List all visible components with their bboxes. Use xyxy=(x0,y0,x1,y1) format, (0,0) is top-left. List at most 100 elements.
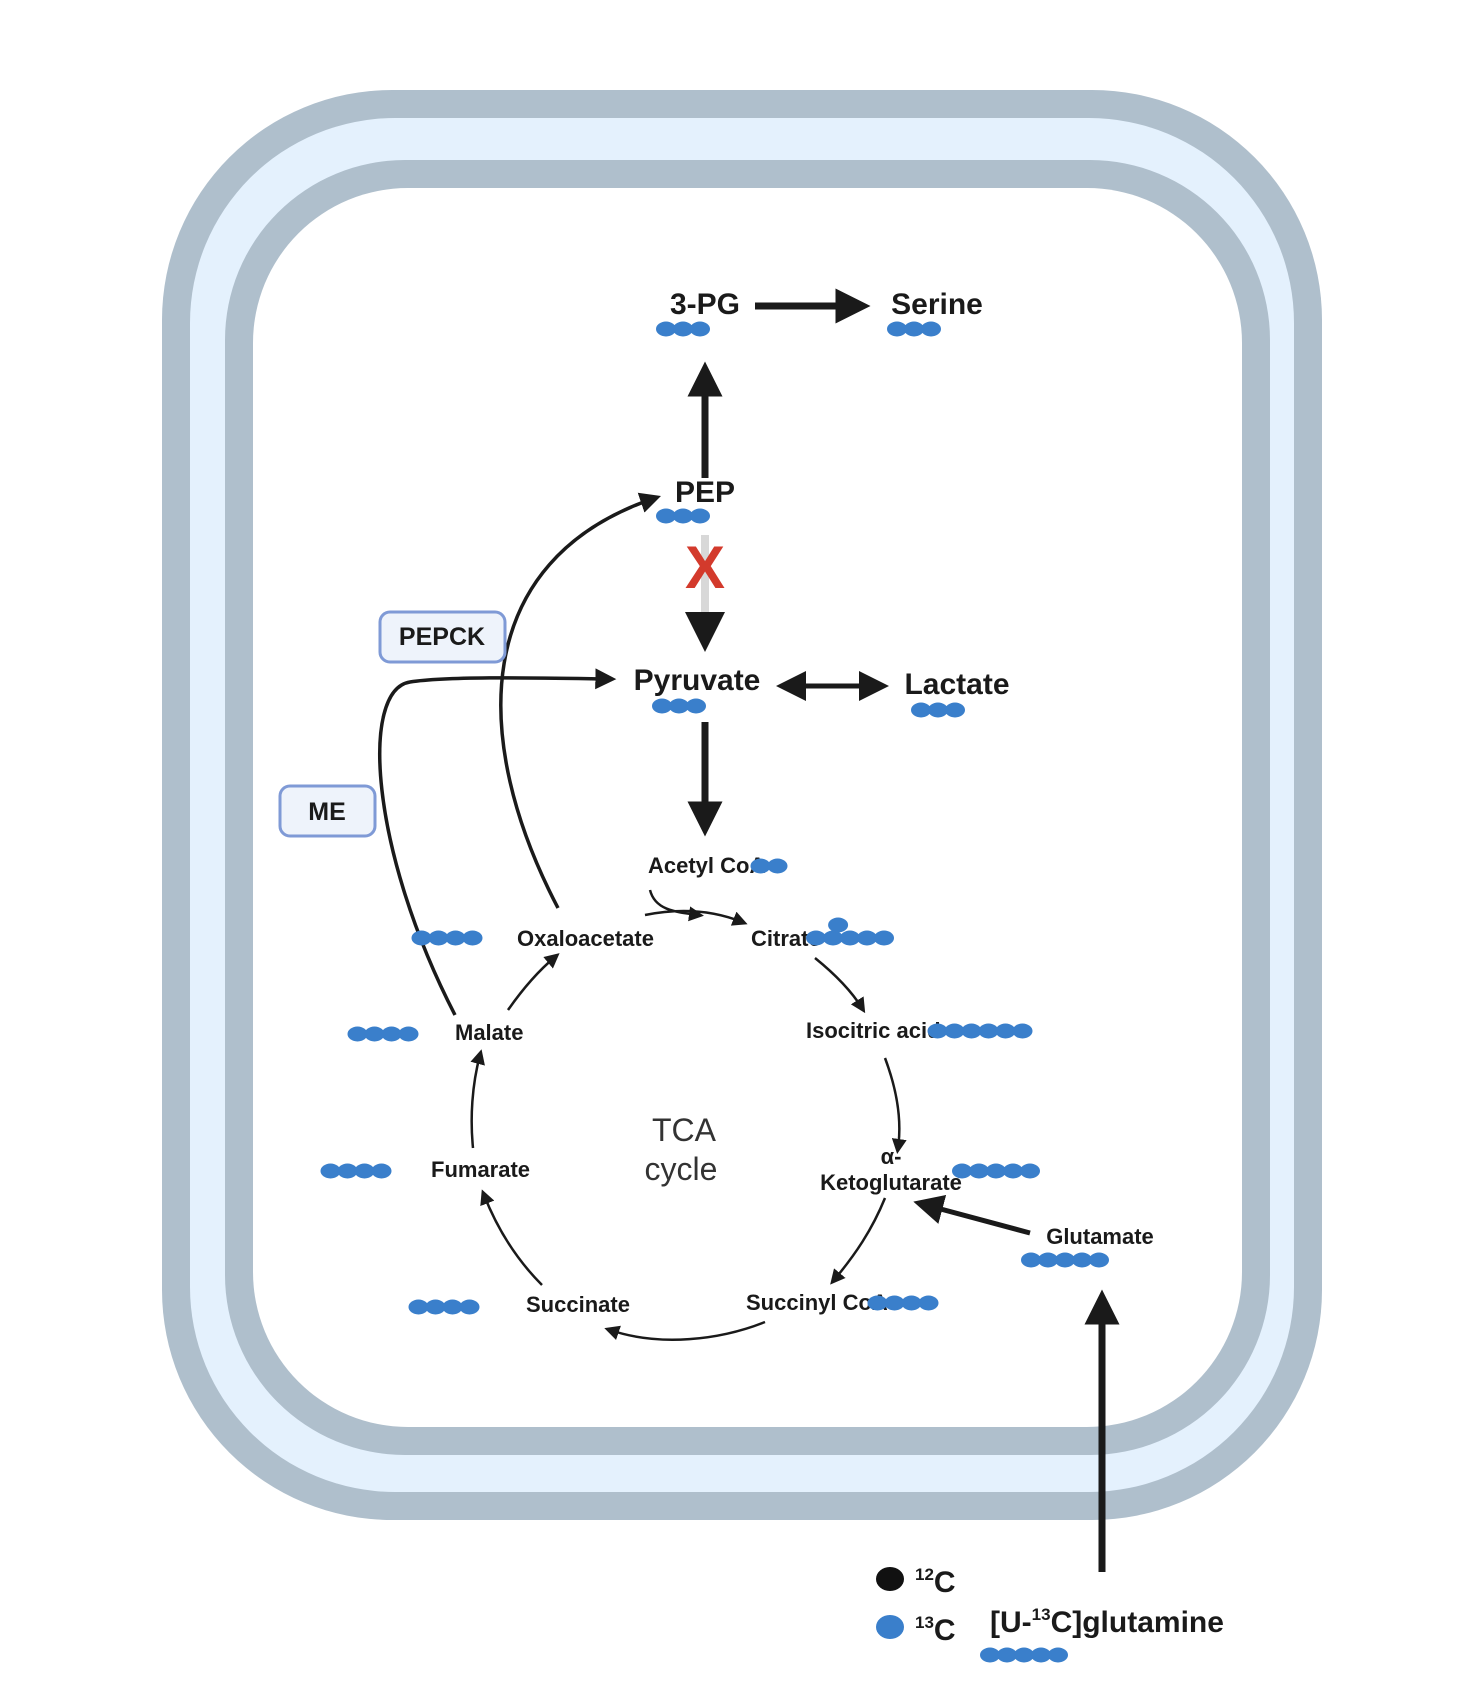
carbon-atom xyxy=(867,1295,888,1311)
carbons-pyruvate xyxy=(652,698,706,714)
legend-tracer-mass: 13 xyxy=(1032,1605,1051,1624)
enzyme-pepck-label: PEPCK xyxy=(399,623,485,651)
arrow-malate-to-oaa xyxy=(506,953,560,1011)
label-glutamate: Glutamate xyxy=(1046,1224,1154,1249)
carbon-atom xyxy=(408,1299,429,1315)
label-succinyl-coa: Succinyl CoA xyxy=(746,1290,888,1315)
arrow-succinylcoa-to-succinate xyxy=(604,1320,766,1341)
carbon-atom xyxy=(961,1023,982,1039)
carbon-atom xyxy=(1012,1023,1033,1039)
carbon-atom xyxy=(928,702,948,718)
enzyme-me: ME xyxy=(278,784,377,838)
carbon-atom xyxy=(944,1023,965,1039)
carbon-atom xyxy=(462,930,483,946)
legend-c13-mass: 13 xyxy=(915,1613,934,1632)
carbon-atom xyxy=(806,930,826,946)
carbons-succinyl-coa xyxy=(867,1295,939,1311)
label-pep: PEP xyxy=(675,476,735,509)
carbon-atom xyxy=(1072,1252,1092,1268)
legend-c13-element: C xyxy=(934,1614,956,1647)
carbon-atom xyxy=(445,930,466,946)
legend-c12-label: 12C xyxy=(915,1565,956,1599)
carbon-atom xyxy=(750,858,771,874)
arrow-oaa-to-citrate xyxy=(644,909,748,926)
carbon-atom xyxy=(1038,1252,1058,1268)
carbon-atom xyxy=(459,1299,480,1315)
carbons-isocitric-acid xyxy=(927,1023,1033,1039)
carbons-glutamate xyxy=(1021,1252,1109,1268)
carbon-atom xyxy=(442,1299,463,1315)
carbon-atom xyxy=(1003,1163,1023,1179)
label-lactate: Lactate xyxy=(904,668,1009,701)
carbons-serine xyxy=(887,321,941,337)
carbon-atom xyxy=(884,1295,905,1311)
carbon-atom xyxy=(1089,1252,1109,1268)
carbon-atom xyxy=(997,1647,1017,1663)
carbon-atom xyxy=(767,858,788,874)
carbon-atom xyxy=(1031,1647,1051,1663)
legend-tracer-post: C]glutamine xyxy=(1051,1606,1224,1639)
enzyme-pepck-box xyxy=(378,610,507,664)
legend-c13-label: 13C xyxy=(915,1613,956,1647)
carbon-atom xyxy=(686,698,706,714)
carbon-atom xyxy=(371,1163,392,1179)
carbon-atom xyxy=(978,1023,999,1039)
arrow-fumarate-to-malate xyxy=(470,1049,485,1149)
carbon-atom xyxy=(969,1163,989,1179)
label-serine: Serine xyxy=(891,288,983,321)
label-3pg: 3-PG xyxy=(670,288,740,321)
carbon-atom-branch xyxy=(828,917,849,933)
carbon-atom xyxy=(901,1295,922,1311)
carbons-3pg xyxy=(656,321,710,337)
carbon-atom xyxy=(656,508,676,524)
block-mark: X xyxy=(685,534,725,601)
carbon-atom xyxy=(823,930,843,946)
legend-c12-mass: 12 xyxy=(915,1565,934,1584)
carbons-succinate xyxy=(408,1299,480,1315)
carbon-atom xyxy=(690,508,710,524)
carbon-atom xyxy=(428,930,449,946)
enzyme-pepck: PEPCK xyxy=(378,610,507,664)
label-alpha: α- xyxy=(881,1144,902,1169)
tca-label-line2: cycle xyxy=(645,1151,718,1187)
enzyme-me-label: ME xyxy=(308,798,346,826)
carbon-atom xyxy=(874,930,894,946)
carbon-atom xyxy=(1055,1252,1075,1268)
tca-label-line1: TCA xyxy=(652,1112,717,1148)
label-succinate: Succinate xyxy=(526,1292,630,1317)
carbon-atom xyxy=(398,1026,419,1042)
arrow-oaa-to-pep-pepck xyxy=(499,492,661,909)
carbons-citrate xyxy=(806,917,894,946)
carbon-atom xyxy=(904,321,924,337)
label-ketoglutarate: Ketoglutarate xyxy=(820,1170,962,1195)
carbons-lactate xyxy=(911,702,965,718)
legend-c12-element: C xyxy=(934,1566,956,1599)
label-pyruvate: Pyruvate xyxy=(634,664,761,697)
legend-c12-dot xyxy=(876,1567,904,1591)
carbon-atom xyxy=(673,321,693,337)
carbon-atom xyxy=(887,321,907,337)
legend-tracer-label: [U-13C]glutamine xyxy=(990,1605,1224,1639)
carbons-fumarate xyxy=(320,1163,392,1179)
arrow-glutamate-to-akg xyxy=(913,1194,1031,1236)
legend-tracer-pre: [U- xyxy=(990,1606,1032,1639)
carbon-atom xyxy=(921,321,941,337)
carbon-atom xyxy=(690,321,710,337)
carbon-atom xyxy=(1021,1252,1041,1268)
carbon-atom xyxy=(995,1023,1016,1039)
carbon-atom xyxy=(354,1163,375,1179)
carbon-atom xyxy=(927,1023,948,1039)
carbons-acetyl-coa xyxy=(750,858,788,874)
matrix xyxy=(253,188,1242,1427)
carbon-atom xyxy=(911,702,931,718)
carbon-atom xyxy=(347,1026,368,1042)
carbons-malate xyxy=(347,1026,419,1042)
arrow-succinate-to-fumarate xyxy=(480,1189,543,1286)
carbon-atom xyxy=(857,930,877,946)
arrow-citrate-to-isocitrate xyxy=(814,957,866,1014)
carbon-atom xyxy=(364,1026,385,1042)
legend-c13-dot xyxy=(876,1615,904,1639)
carbon-atom xyxy=(652,698,672,714)
arrow-malate-to-pyruvate-me xyxy=(378,668,617,1016)
